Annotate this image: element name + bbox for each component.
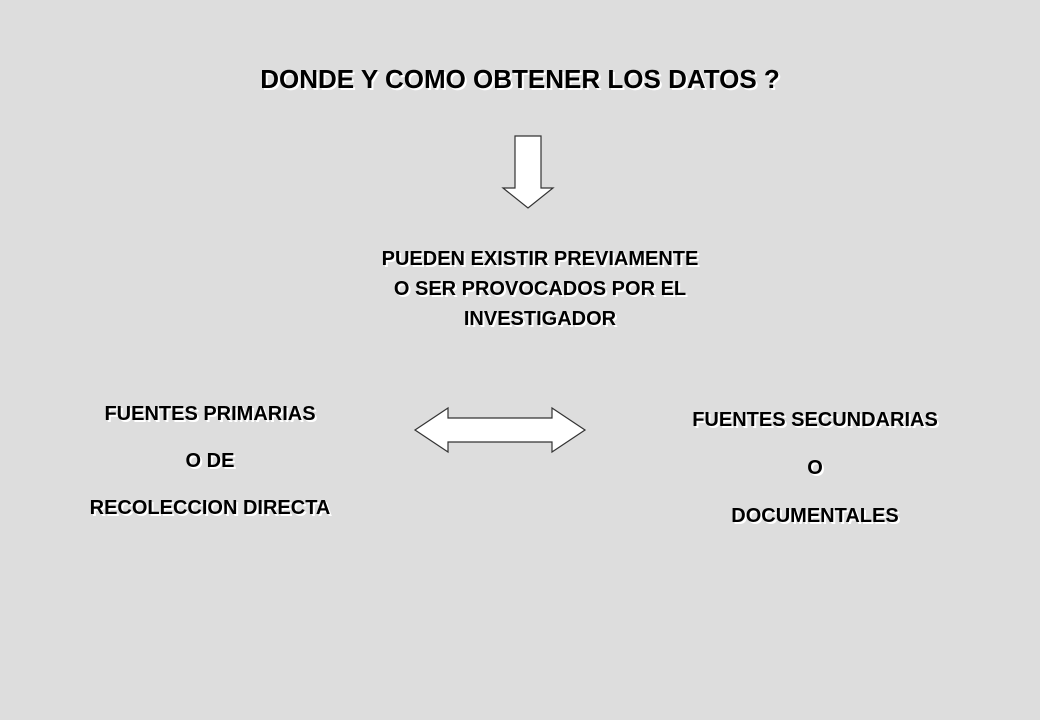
down-arrow-icon xyxy=(501,135,555,209)
primary-sources-label: FUENTES PRIMARIAS O DE RECOLECCION DIREC… xyxy=(30,391,390,532)
secondary-sources-label: FUENTES SECUNDARIAS O DOCUMENTALES xyxy=(620,396,1010,540)
secondary-sources-line: O xyxy=(807,457,823,479)
double-arrow-icon xyxy=(413,406,587,454)
primary-sources-line: FUENTES PRIMARIAS xyxy=(104,403,316,425)
middle-statement-line: PUEDEN EXISTIR PREVIAMENTE xyxy=(381,248,699,270)
middle-statement-line: INVESTIGADOR xyxy=(463,308,617,330)
primary-sources-line: RECOLECCION DIRECTA xyxy=(89,497,331,519)
secondary-sources-line: DOCUMENTALES xyxy=(731,505,899,527)
slide-title: DONDE Y COMO OBTENER LOS DATOS ? xyxy=(260,64,780,94)
primary-sources-line: O DE xyxy=(185,450,235,472)
secondary-sources-line: FUENTES SECUNDARIAS xyxy=(692,409,938,431)
middle-statement-line: O SER PROVOCADOS POR EL xyxy=(393,278,687,300)
middle-statement: PUEDEN EXISTIR PREVIAMENTE O SER PROVOCA… xyxy=(290,244,790,334)
